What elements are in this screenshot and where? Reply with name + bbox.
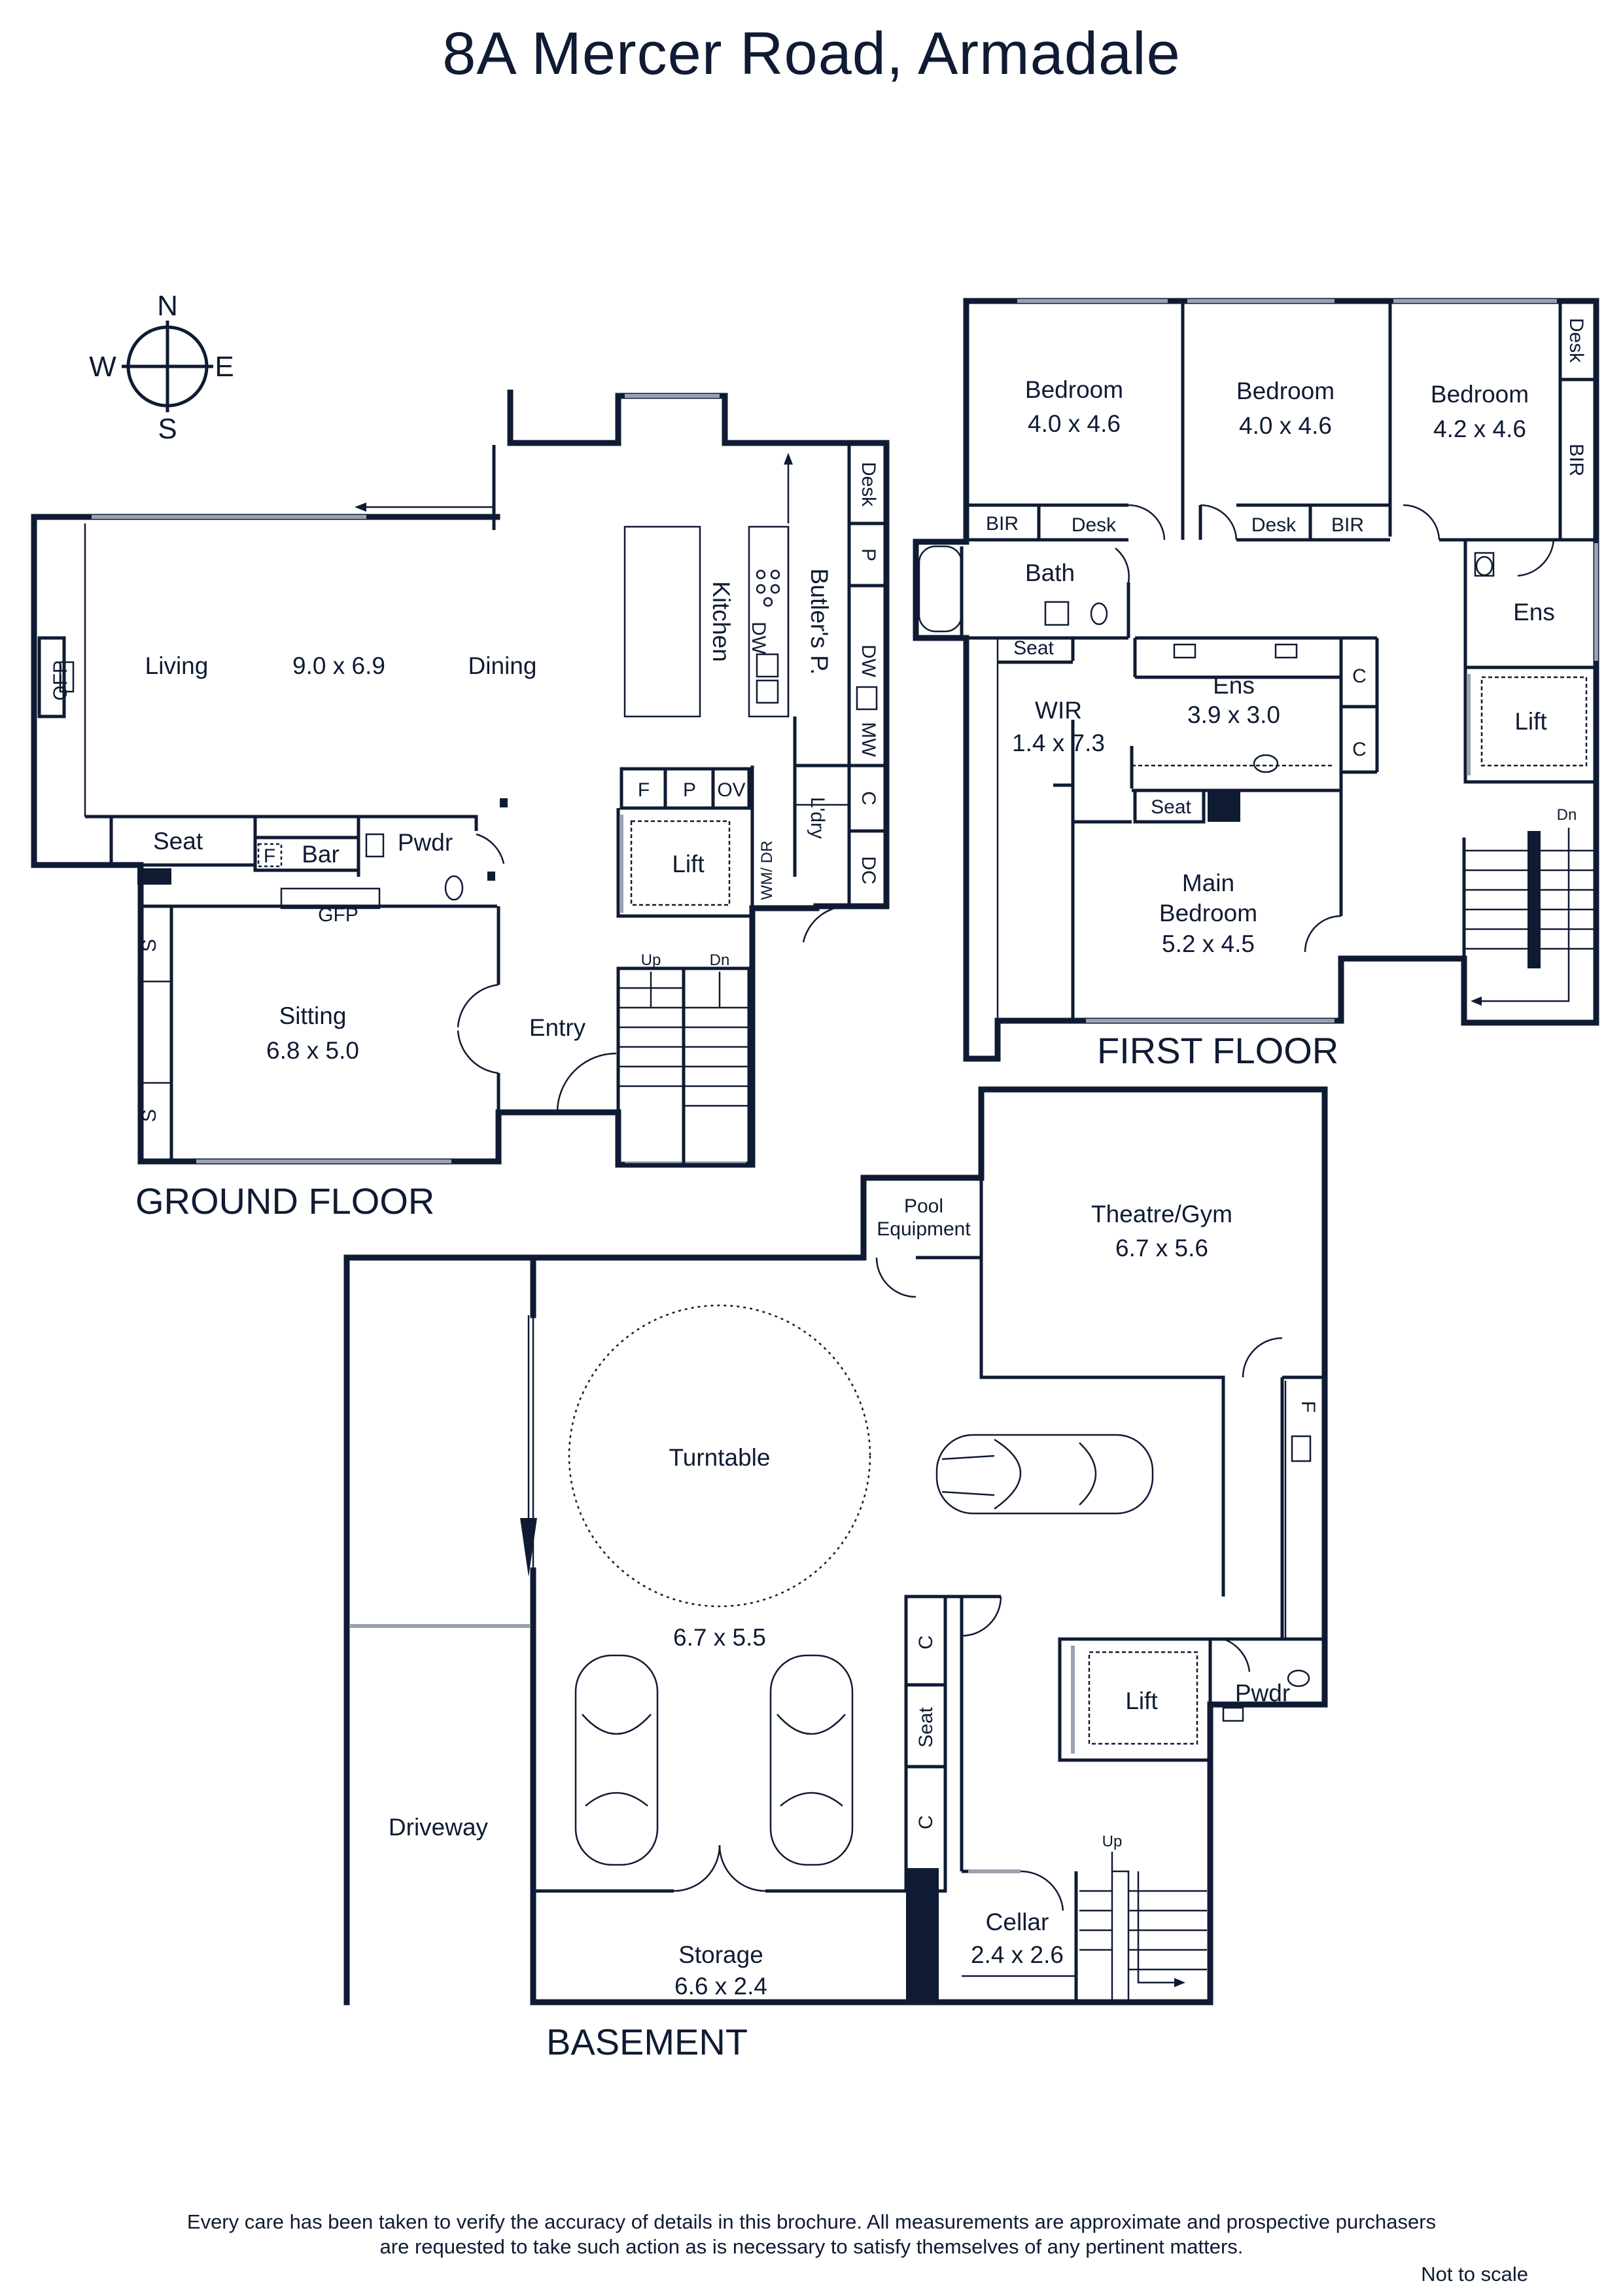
not-to-scale: Not to scale <box>1421 2263 1528 2286</box>
dc-label: DC <box>858 856 879 884</box>
bar-label: Bar <box>302 841 340 868</box>
lift-label: Lift <box>672 851 705 877</box>
bath-label: Bath <box>1025 559 1075 586</box>
storage-label: Storage <box>678 1941 763 1968</box>
dw-label: DW <box>858 645 879 678</box>
ground-floor-plan <box>31 389 890 1168</box>
laundry-label: L'dry <box>807 797 828 839</box>
powder-label: Pwdr <box>398 829 453 856</box>
theatre-gym-dimensions: 6.7 x 5.6 <box>1115 1235 1208 1262</box>
car-1-icon <box>935 1434 1154 1515</box>
sitting-dimensions: 6.8 x 5.0 <box>266 1037 359 1064</box>
stairs-up-label: Up <box>641 951 661 969</box>
entry-label: Entry <box>529 1014 586 1041</box>
ground-floor-label: GROUND FLOOR <box>135 1180 434 1222</box>
first-lift-label: Lift <box>1514 708 1547 735</box>
bir-2-label: BIR <box>1331 514 1364 536</box>
basement-powder-label: Pwdr <box>1235 1680 1290 1706</box>
theatre-gym-label: Theatre/Gym <box>1091 1201 1232 1227</box>
wm-dr-label: WM/ DR <box>758 841 776 900</box>
disclaimer: Every care has been taken to verify the … <box>0 2210 1623 2259</box>
basement-stairs-up-label: Up <box>1102 1833 1123 1850</box>
first-floor-label: FIRST FLOOR <box>1097 1030 1338 1071</box>
desk-1-label: Desk <box>1072 514 1117 536</box>
closet-1-label: C <box>1352 665 1367 687</box>
kitchen-label: Kitchen <box>708 581 735 662</box>
dining-label: Dining <box>468 652 537 679</box>
kitchen-dw-label: DW <box>748 622 769 655</box>
bedroom-2-label: Bedroom <box>1236 378 1335 404</box>
basement-c1-label: C <box>915 1635 937 1650</box>
basement-lift-label: Lift <box>1125 1687 1158 1714</box>
closet-2-label: C <box>1352 739 1367 760</box>
compass-north: N <box>157 290 178 322</box>
fridge-f-label: F <box>638 779 650 801</box>
storage-dimensions: 6.6 x 2.4 <box>674 1973 767 2000</box>
oven-ov-label: OV <box>717 779 745 801</box>
storage-s1-label: S <box>139 939 160 952</box>
driveway-label: Driveway <box>389 1814 489 1841</box>
basement-c2-label: C <box>915 1815 937 1829</box>
disclaimer-line-1: Every care has been taken to verify the … <box>186 2210 1437 2233</box>
basement-label: BASEMENT <box>546 2021 748 2062</box>
butlers-pantry-label: Butler's P. <box>806 569 833 675</box>
car-2-icon <box>574 1654 659 1866</box>
bir-1-label: BIR <box>986 513 1019 535</box>
bir-right-label: BIR <box>1565 444 1587 476</box>
compass-south: S <box>158 413 177 445</box>
seat-label: Seat <box>153 828 203 855</box>
bedroom-3-label: Bedroom <box>1431 381 1529 408</box>
basement-seat-label: Seat <box>915 1706 937 1747</box>
wir-label: WIR <box>1035 697 1082 724</box>
living-label: Living <box>145 652 209 679</box>
disclaimer-line-2: are requested to take such action as is … <box>379 2235 1244 2258</box>
desk-right-label: Desk <box>1565 318 1587 363</box>
pool-label-1: Pool <box>904 1195 943 1217</box>
bedroom-3-dimensions: 4.2 x 4.6 <box>1433 415 1526 442</box>
cellar-dimensions: 2.4 x 2.6 <box>971 1941 1064 1968</box>
main-bedroom-label-2: Bedroom <box>1159 900 1257 927</box>
pantry-p-label: P <box>858 548 879 561</box>
bedroom-2-dimensions: 4.0 x 4.6 <box>1239 412 1332 439</box>
basement-plan <box>343 1086 1328 2005</box>
bedroom-1-label: Bedroom <box>1025 376 1123 403</box>
pool-label-2: Equipment <box>877 1218 971 1240</box>
cupboard-c-label: C <box>858 791 879 805</box>
compass-rose: N S E W <box>89 290 234 445</box>
page-title: 8A Mercer Road, Armadale <box>442 20 1181 87</box>
sitting-label: Sitting <box>279 1002 347 1029</box>
seat-1-label: Seat <box>1013 637 1054 659</box>
cellar-label: Cellar <box>986 1909 1049 1935</box>
main-bedroom-dimensions: 5.2 x 4.5 <box>1162 930 1255 957</box>
stairs-down-label: Dn <box>710 951 730 969</box>
ensuite-label: Ens <box>1213 672 1255 699</box>
garage-dimensions: 6.7 x 5.5 <box>673 1624 766 1651</box>
car-3-icon <box>769 1654 854 1866</box>
compass-east: E <box>215 351 234 383</box>
mw-label: MW <box>858 722 879 757</box>
bar-fridge-label: F <box>264 845 275 867</box>
first-stairs-down-label: Dn <box>1557 806 1577 824</box>
living-dimensions: 9.0 x 6.9 <box>292 652 385 679</box>
storage-s2-label: S <box>139 1109 160 1122</box>
gfp-label: GFP <box>318 904 358 926</box>
first-floor-plan <box>913 298 1599 1062</box>
wir-dimensions: 1.4 x 7.3 <box>1012 730 1105 756</box>
pantry-p2-label: P <box>683 779 696 801</box>
compass-west: W <box>89 351 116 383</box>
desk-2-label: Desk <box>1251 514 1297 536</box>
basement-fridge-label: F <box>1297 1401 1319 1413</box>
ensuite-2-label: Ens <box>1513 599 1555 626</box>
ensuite-dimensions: 3.9 x 3.0 <box>1187 701 1280 728</box>
bedroom-1-dimensions: 4.0 x 4.6 <box>1028 410 1121 437</box>
desk-label: Desk <box>858 462 879 507</box>
ofp-label: OFP <box>50 660 71 701</box>
turntable-label: Turntable <box>669 1444 771 1471</box>
main-bedroom-label-1: Main <box>1182 870 1234 896</box>
seat-2-label: Seat <box>1151 796 1191 818</box>
